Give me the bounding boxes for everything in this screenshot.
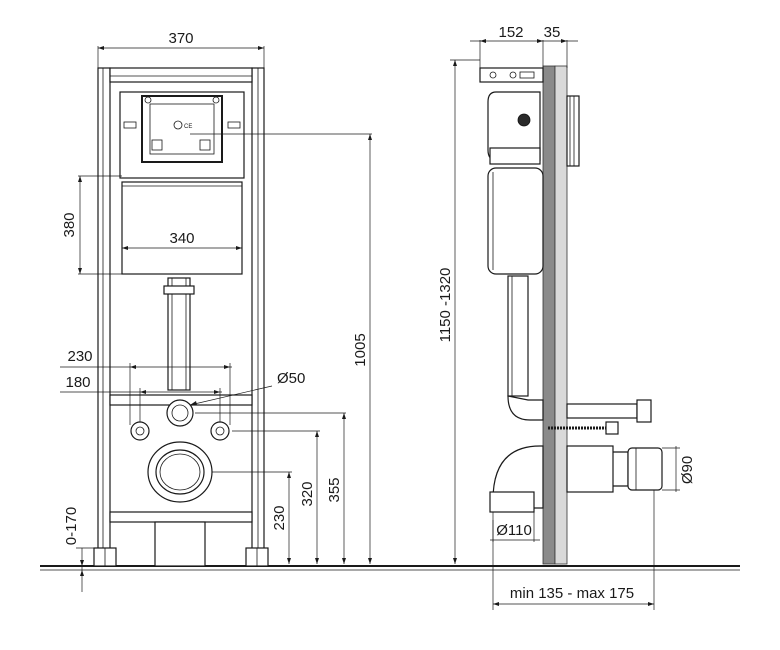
dimension-380: 380: [61, 175, 122, 275]
dim-bolt-height: 355: [326, 477, 343, 502]
dimension-320: 320: [232, 430, 320, 564]
dim-cistern-width: 340: [169, 230, 194, 247]
waste-outlet-side: [489, 445, 663, 513]
dimension-180-studs: 180: [60, 374, 222, 422]
dim-stud-inner: 180: [65, 374, 90, 391]
frame-uprights: [97, 67, 265, 565]
dim-outlet-diameter: Ø110: [496, 522, 532, 539]
frame-feet: [93, 547, 269, 567]
dim-wall-offset: 35: [544, 24, 561, 41]
flush-mechanism: [487, 91, 541, 165]
dim-flush-pipe-diameter: Ø50: [277, 370, 305, 387]
dimension-diameter-90: Ø90: [662, 446, 696, 492]
dim-fixing-height: 320: [299, 481, 316, 506]
dimension-1005: 1005: [190, 133, 372, 564]
dimension-230-outlet: 230: [212, 471, 292, 564]
wall-section: [542, 65, 568, 565]
dimension-0-170: 0-170: [63, 507, 94, 592]
dim-cistern-height: 380: [61, 212, 78, 237]
dimension-152: 152: [470, 24, 544, 68]
flush-plate-mount: CE: [119, 91, 245, 179]
svg-text:CE: CE: [184, 124, 192, 130]
fixing-studs: [130, 421, 230, 441]
top-bracket: [479, 67, 580, 167]
dimension-355: 355: [195, 412, 346, 564]
flush-pipe: [163, 277, 195, 427]
floor-line: [40, 565, 740, 571]
dim-total-height: 1005: [352, 333, 369, 366]
dim-projection-range: min 135 - max 175: [510, 585, 634, 602]
dim-connector-diameter: Ø90: [679, 456, 696, 484]
dim-outlet-height: 230: [271, 505, 288, 530]
dimension-1150-1320: 1150 -1320: [437, 59, 480, 564]
cistern-side: [487, 167, 544, 275]
front-view: CE: [60, 30, 372, 592]
dimension-min-max: min 135 - max 175: [492, 490, 655, 610]
dimension-230-studs: 230: [60, 348, 232, 425]
down-pipe-side: [507, 275, 544, 421]
dim-stud-outer: 230: [67, 348, 92, 365]
side-view: 152 35 1150 -1320 Ø110 Ø90: [437, 24, 696, 610]
dim-width-frame: 370: [168, 30, 193, 47]
dimension-370: 370: [97, 30, 265, 68]
dim-frame-depth: 152: [498, 24, 523, 41]
dimension-diameter-110: Ø110: [490, 512, 540, 542]
fixing-bolts-side: [548, 399, 652, 435]
waste-outlet: [147, 441, 213, 567]
dimension-340: 340: [122, 230, 242, 250]
dim-foot-adjust: 0-170: [63, 507, 80, 545]
dimension-diameter-50: Ø50: [189, 370, 305, 406]
dim-install-height: 1150 -1320: [437, 268, 454, 343]
dimension-35: 35: [543, 24, 578, 68]
cistern: [121, 181, 243, 275]
